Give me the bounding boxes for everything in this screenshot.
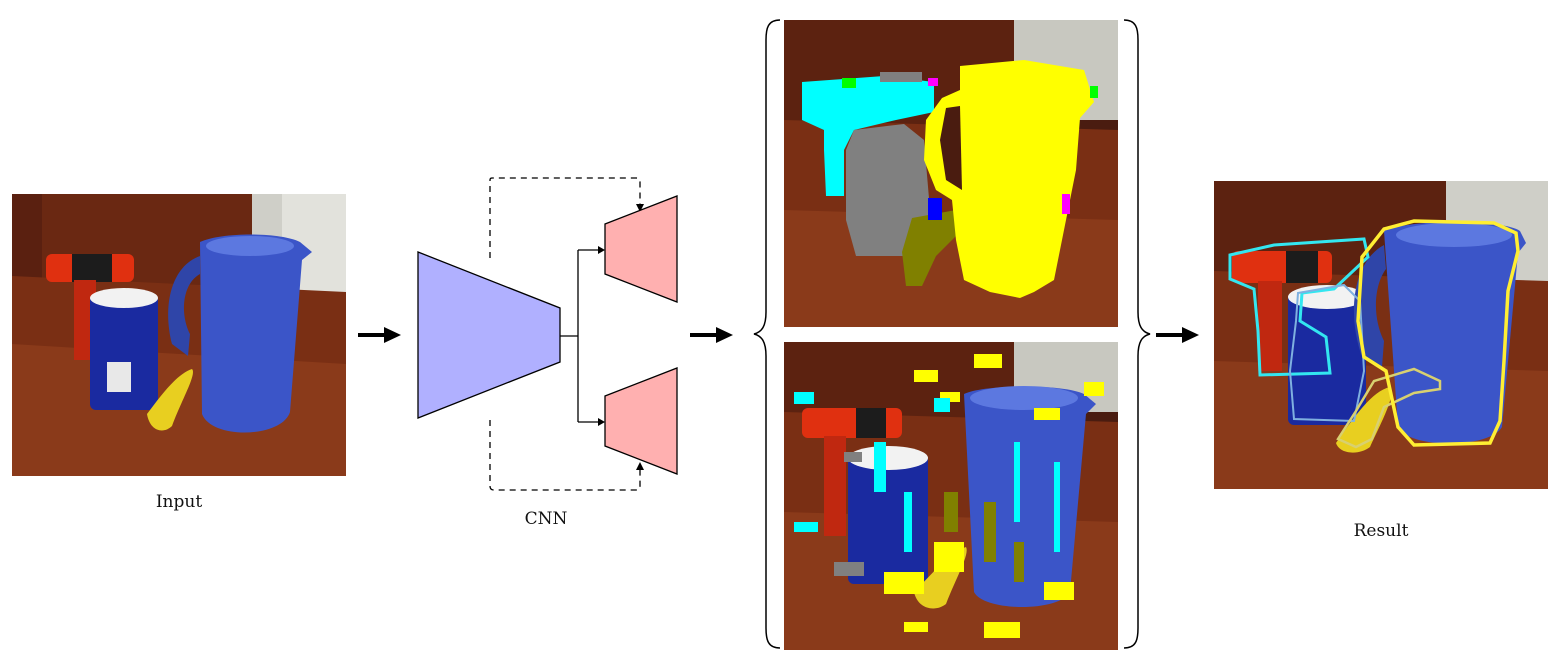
result-image xyxy=(1214,181,1548,489)
decoder-block-top xyxy=(604,195,678,303)
encoder-block xyxy=(417,251,561,419)
left-brace xyxy=(753,19,781,649)
arrow-right-icon xyxy=(358,327,401,343)
decoder-block-bottom xyxy=(604,367,678,475)
banana-contour xyxy=(1336,367,1442,449)
cnn-diagram xyxy=(417,177,678,491)
skip-connection xyxy=(489,177,641,258)
arrow-right-icon xyxy=(690,327,733,343)
input-image xyxy=(12,194,346,476)
voting-points-image xyxy=(784,342,1118,650)
input-caption: Input xyxy=(155,492,203,512)
pitcher-contour xyxy=(1356,219,1520,447)
cnn-caption: CNN xyxy=(524,509,568,529)
right-brace xyxy=(1123,19,1151,649)
arrow-right-icon xyxy=(1156,327,1199,343)
result-caption: Result xyxy=(1353,521,1409,541)
segmentation-image xyxy=(784,20,1118,327)
can-contour xyxy=(1288,283,1366,423)
drill-contour xyxy=(1228,237,1370,377)
